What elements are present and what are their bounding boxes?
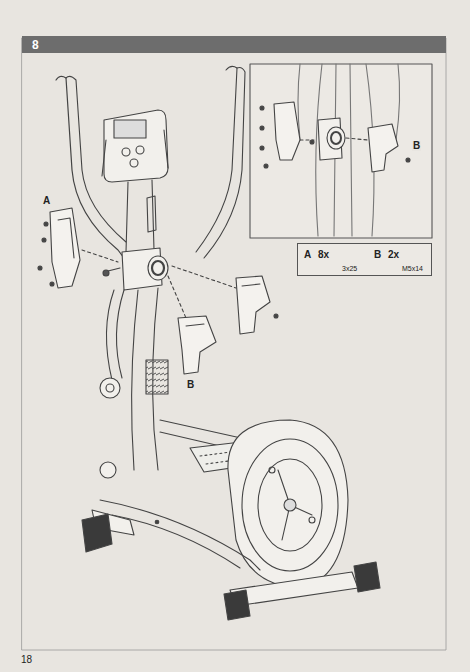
part-size: 3x25 xyxy=(342,265,357,272)
step-header-band: 8 xyxy=(22,36,446,53)
part-letter: B xyxy=(374,250,381,260)
part-quantity: 8x xyxy=(318,250,329,260)
part-quantity: 2x xyxy=(388,250,399,260)
parts-box: A 8x 3x25 B 2xM5x14 xyxy=(297,243,432,276)
part-letter: B xyxy=(186,380,195,390)
part-letter: A xyxy=(42,196,51,206)
part-size: M5x14 xyxy=(402,265,423,272)
step-number: 8 xyxy=(32,39,39,51)
part-letter: A xyxy=(304,250,311,260)
part-letter: B xyxy=(412,141,421,151)
page-number: 18 xyxy=(20,655,33,665)
